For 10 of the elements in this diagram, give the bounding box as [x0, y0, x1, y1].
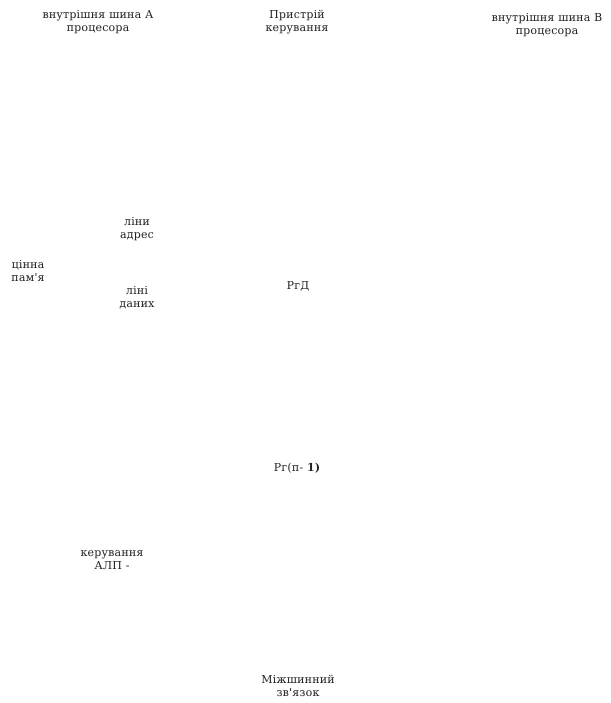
unit-label: Міжшинний зв'язок: [260, 673, 336, 699]
control-label: керування АЛП -: [79, 546, 145, 572]
register-label: Рг(п- 1): [272, 461, 322, 474]
bus-label: внутрішня шина А процесора: [41, 8, 155, 34]
memory-label: цінна пам'я: [10, 258, 46, 284]
unit-label: Пристрій керування: [264, 8, 330, 34]
bus-label: внутрішня шина В процесора: [490, 11, 604, 37]
line-label: ліни адрес: [118, 215, 156, 241]
line-label: ліні даних: [118, 284, 156, 310]
register-label: РгД: [286, 279, 310, 292]
